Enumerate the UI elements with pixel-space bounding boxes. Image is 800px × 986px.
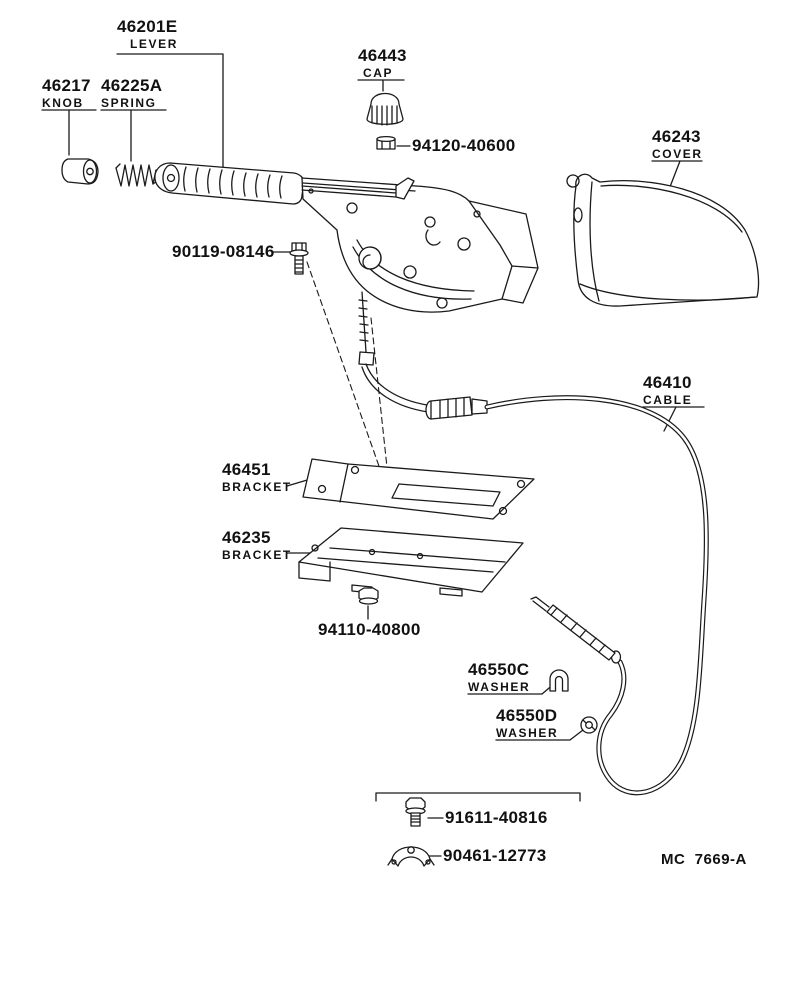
label-lever-bolt: 90119-08146 (172, 243, 275, 261)
washer-c-drawing (549, 669, 569, 692)
part-number-washer-d: 46550D (496, 706, 558, 725)
part-number-spring: 46225A (101, 76, 163, 95)
cable-drawing (484, 395, 709, 796)
leader-line-lever (116, 53, 224, 168)
bracket-nut-drawing (358, 587, 379, 605)
label-lower-bracket: 46235 BRACKET (222, 529, 292, 561)
cover-drawing (566, 173, 760, 307)
assembly-alignment-dashes (306, 261, 390, 487)
part-number-clamp-bolt: 91611-40816 (445, 808, 548, 827)
cap-nut-drawing (376, 135, 396, 150)
part-number-cover: 46243 (652, 127, 701, 146)
clamp-bolt-drawing (405, 797, 426, 827)
label-clamp: 90461-12773 (443, 847, 547, 865)
drawing-code: MC 7669-A (661, 851, 747, 868)
part-number-cap-nut: 94120-40600 (412, 136, 516, 155)
label-upper-bracket: 46451 BRACKET (222, 461, 292, 493)
label-cover: 46243 COVER (652, 128, 703, 160)
part-caption-washer-d: WASHER (496, 725, 559, 740)
part-number-clamp: 90461-12773 (443, 846, 547, 865)
cap-drawing (366, 92, 404, 126)
washer-d-drawing (580, 716, 598, 734)
lower-bracket-drawing (298, 527, 524, 597)
label-lever: 46201E LEVER (117, 18, 178, 50)
label-knob: 46217 KNOB (42, 77, 91, 109)
part-number-cap: 46443 (358, 46, 407, 65)
part-caption-washer-c: WASHER (468, 679, 531, 694)
lever-bolt-drawing (289, 242, 309, 275)
leader-line-cable (642, 406, 705, 432)
upper-bracket-drawing (302, 458, 535, 520)
part-number-upper-bracket: 46451 (222, 460, 271, 479)
leader-line-washer-d (495, 729, 584, 741)
part-caption-cable: CABLE (643, 392, 693, 407)
part-caption-lever: LEVER (130, 36, 179, 51)
label-washer-c: 46550C WASHER (468, 661, 530, 693)
spring-drawing (115, 163, 158, 187)
leader-line-knob (41, 109, 97, 156)
part-number-lower-bracket: 46235 (222, 528, 271, 547)
label-clamp-bolt: 91611-40816 (445, 809, 548, 827)
part-caption-cap: CAP (363, 65, 394, 80)
part-number-washer-c: 46550C (468, 660, 530, 679)
part-number-cable: 46410 (643, 373, 692, 392)
label-bracket-nut: 94110-40800 (318, 621, 421, 639)
part-caption-cover: COVER (652, 146, 703, 161)
cable-connector-drawing (425, 396, 488, 420)
leader-line-spring (100, 109, 167, 162)
label-cap-nut: 94120-40600 (412, 137, 516, 155)
part-number-lever: 46201E (117, 17, 178, 36)
part-number-lever-bolt: 90119-08146 (172, 242, 275, 261)
label-cap: 46443 CAP (358, 47, 407, 79)
clamp-drawing (387, 846, 435, 867)
knob-drawing (61, 158, 99, 185)
leader-line-cap (357, 79, 405, 92)
leader-lines (41, 53, 705, 857)
label-spring: 46225A SPRING (101, 77, 162, 109)
part-number-bracket-nut: 94110-40800 (318, 620, 421, 639)
part-caption-spring: SPRING (101, 95, 157, 110)
part-caption-knob: KNOB (42, 95, 84, 110)
part-number-knob: 46217 (42, 76, 91, 95)
label-washer-d: 46550D WASHER (496, 707, 558, 739)
lever-drawing (154, 162, 539, 366)
part-caption-lower-bracket: BRACKET (222, 547, 292, 562)
hardware-group-bracket-line (375, 792, 581, 802)
label-cable: 46410 CABLE (643, 374, 692, 406)
cable-rod-drawing (361, 363, 429, 413)
part-caption-upper-bracket: BRACKET (222, 479, 292, 494)
